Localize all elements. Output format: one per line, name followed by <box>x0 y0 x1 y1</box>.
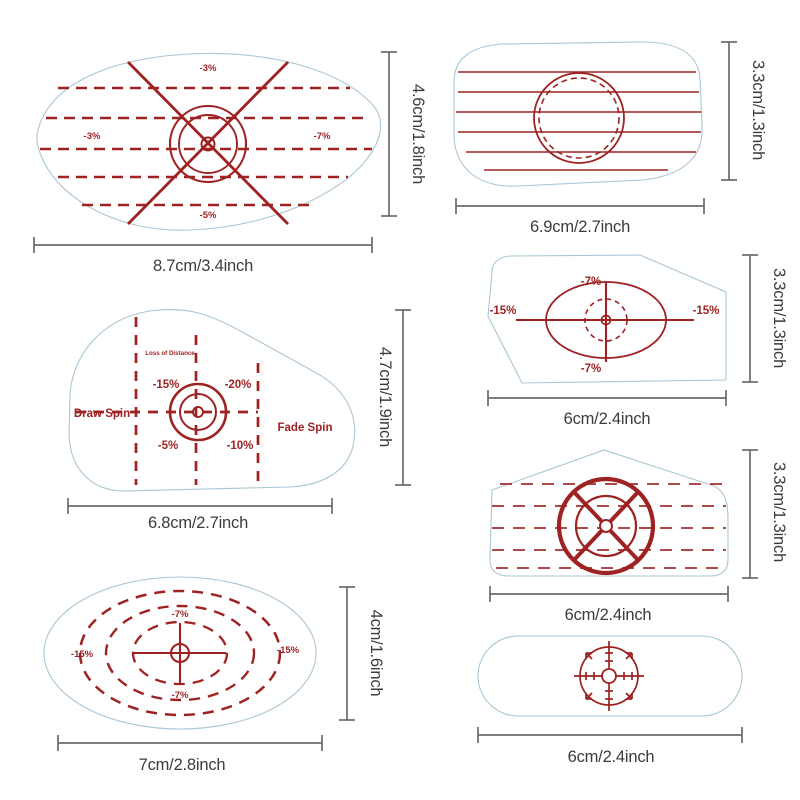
wedge-face-target-width-dimension <box>489 586 729 602</box>
iron-face-spin-height-label: 4.7cm/1.9inch <box>376 347 394 447</box>
hybrid-face-height-label: 3.3cm/1.3inch <box>770 268 788 368</box>
iron-face-spin-label-ll: -5% <box>158 440 178 452</box>
fairway-wood-face-height-label: 3.3cm/1.3inch <box>749 60 767 160</box>
fairway-wood-face-width-dimension <box>455 198 705 214</box>
iron-face-spin-width-label: 6.8cm/2.7inch <box>148 514 248 532</box>
oval-face-crosshair <box>134 623 226 683</box>
template-putter-face: 6cm/2.4inch <box>466 622 796 772</box>
template-fairway-wood-face: 3.3cm/1.3inch 6.9cm/2.7inch <box>446 30 786 250</box>
driver-face-width-dimension <box>33 237 373 253</box>
iron-face-spin-label-lr: -10% <box>227 440 254 452</box>
template-oval-face: -7% -15% -15% -7% 4cm/1.6inch 7cm/2.8inc… <box>34 565 394 780</box>
putter-face-scope-crosshair <box>574 641 644 711</box>
oval-face-width-dimension <box>57 735 323 751</box>
hybrid-face-crosshair <box>516 282 694 362</box>
hybrid-face-label-bottom: -7% <box>581 363 601 375</box>
driver-face-label-left: -3% <box>84 131 101 142</box>
driver-face-label-top: -3% <box>200 63 217 74</box>
iron-face-spin-label-fade: Fade Spin <box>278 422 333 434</box>
driver-face-height-label: 4.6cm/1.8inch <box>409 84 427 184</box>
driver-face-x-cross <box>127 61 289 225</box>
driver-face-center-circles <box>168 104 248 184</box>
wedge-face-target-inner-circle <box>574 494 638 558</box>
iron-face-spin-grid <box>76 317 260 485</box>
template-driver-face: -3% -3% -7% -5% 4.6cm/1.8inch 8.7cm/3.4i… <box>20 22 440 282</box>
iron-face-spin-height-dimension <box>395 309 411 486</box>
driver-face-label-right: -7% <box>314 131 331 142</box>
wedge-face-target-height-dimension <box>742 449 758 579</box>
driver-face-height-dimension <box>381 51 397 217</box>
driver-face-label-bottom: -5% <box>200 210 217 221</box>
oval-face-center-circle <box>169 642 191 664</box>
template-wedge-face-target: 3.3cm/1.3inch 6cm/2.4inch <box>478 442 798 624</box>
template-iron-face-spin: Loss of Distance Draw Spin Fade Spin -15… <box>58 295 428 532</box>
wedge-face-target-outer-circle <box>556 476 656 576</box>
fairway-wood-face-height-dimension <box>721 41 737 181</box>
hybrid-face-inner-dashed-circle <box>584 298 628 342</box>
oval-face-height-label: 4cm/1.6inch <box>367 610 385 697</box>
driver-face-groove-lines <box>40 86 372 207</box>
iron-face-spin-label-ur: -20% <box>225 379 252 391</box>
oval-face-label-bottom: -7% <box>172 690 189 701</box>
putter-face-width-dimension <box>477 727 743 743</box>
hybrid-face-label-right: -15% <box>693 305 720 317</box>
wedge-face-target-height-label: 3.3cm/1.3inch <box>770 462 788 562</box>
oval-face-label-top: -7% <box>172 609 189 620</box>
wedge-face-target-center-dot <box>599 519 613 533</box>
hybrid-face-width-label: 6cm/2.4inch <box>564 410 651 428</box>
iron-face-spin-label-loss: Loss of Distance <box>145 350 195 357</box>
iron-face-spin-label-draw: Draw Spin <box>74 408 130 420</box>
oval-face-height-dimension <box>339 586 355 721</box>
oval-face-label-right: -15% <box>277 645 300 656</box>
wedge-face-target-outline <box>489 449 729 577</box>
hybrid-face-label-top: -7% <box>581 276 601 288</box>
iron-face-spin-center-circles <box>168 382 228 442</box>
hybrid-face-center-dot <box>600 314 612 326</box>
template-hybrid-face: -7% -15% -15% -7% 3.3cm/1.3inch 6cm/2.4i… <box>478 250 798 430</box>
oval-face-width-label: 7cm/2.8inch <box>139 756 226 774</box>
fairway-wood-face-groove-lines <box>456 71 701 171</box>
oval-face-concentric-ovals <box>78 589 282 717</box>
iron-face-spin-width-dimension <box>67 498 333 514</box>
putter-face-width-label: 6cm/2.4inch <box>568 748 655 766</box>
iron-face-spin-label-ul: -15% <box>153 379 180 391</box>
hybrid-face-label-left: -15% <box>490 305 517 317</box>
hybrid-face-width-dimension <box>487 390 727 406</box>
wedge-face-target-width-label: 6cm/2.4inch <box>565 606 652 624</box>
fairway-wood-face-outline <box>453 41 703 187</box>
fairway-wood-face-width-label: 6.9cm/2.7inch <box>530 218 630 236</box>
hybrid-face-height-dimension <box>742 254 758 383</box>
fairway-wood-face-center-circles <box>533 72 625 164</box>
driver-face-width-label: 8.7cm/3.4inch <box>153 257 253 275</box>
oval-face-label-left: -15% <box>71 649 94 660</box>
